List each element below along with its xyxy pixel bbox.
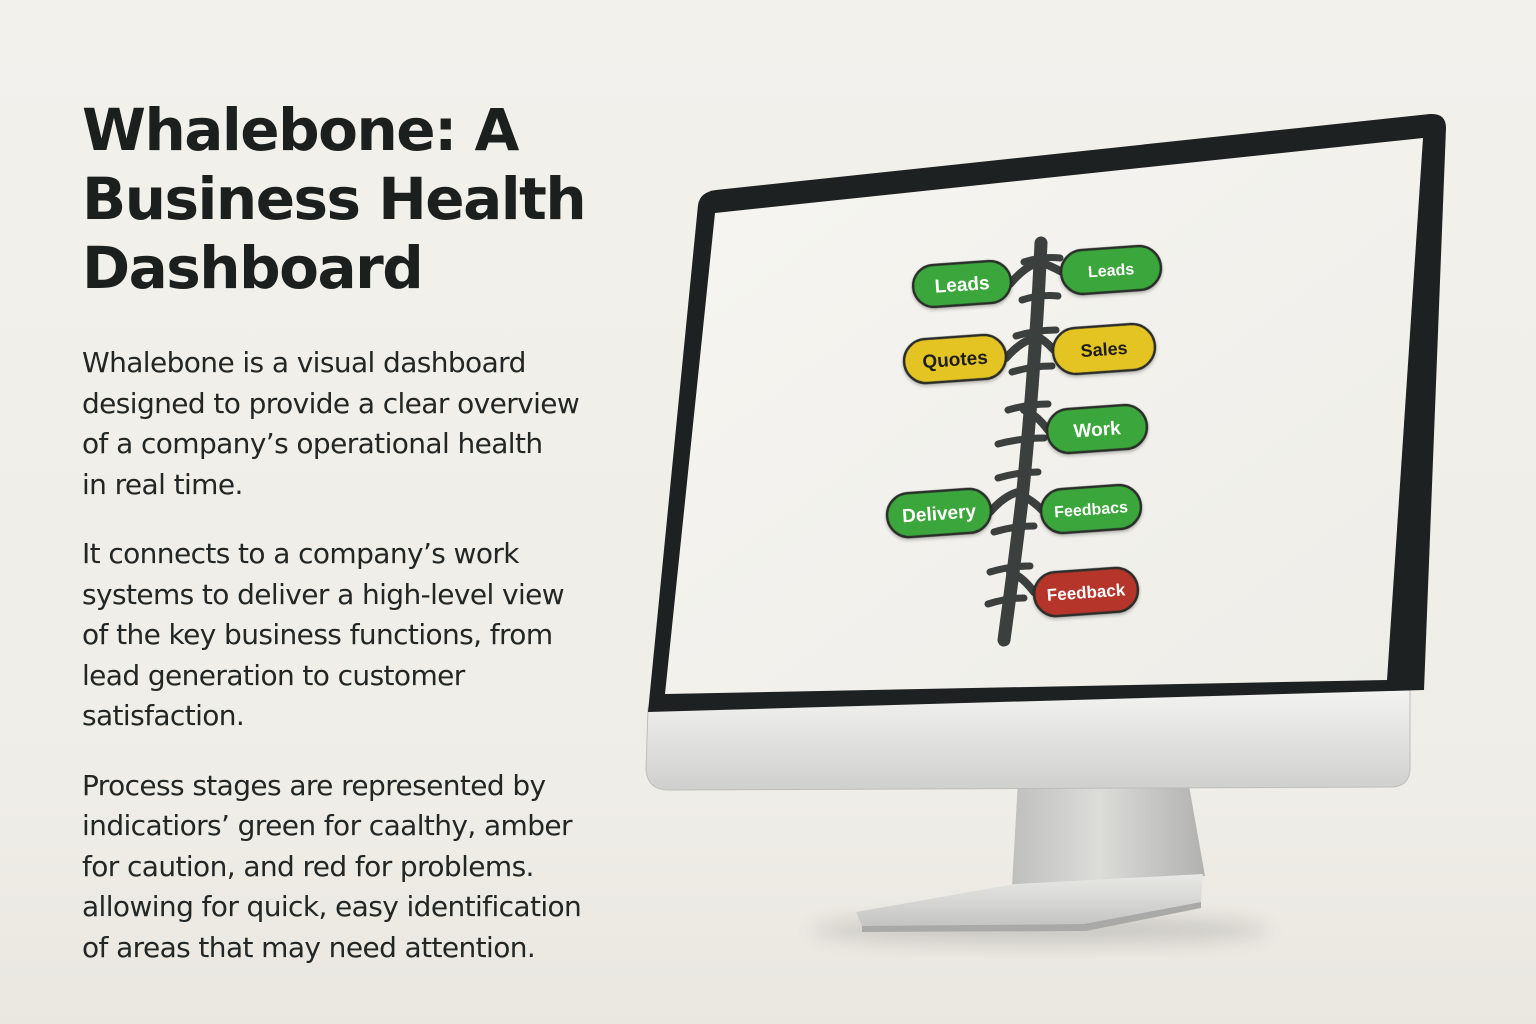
stage-pill [1051, 322, 1157, 376]
spine-rib [1020, 254, 1064, 266]
stage-pill [1039, 483, 1143, 535]
paragraph-line: allowing for quick, easy identification [82, 890, 582, 923]
stage-pill [902, 333, 1008, 385]
indicators-paragraph: Process stages are represented by indica… [82, 766, 592, 969]
stage-label: Delivery [901, 501, 977, 527]
paragraph-line: of the key business functions, from [82, 618, 553, 651]
stage-connector [1002, 334, 1038, 362]
stage-label: Work [1073, 418, 1122, 442]
spine-rib [984, 594, 1028, 608]
paragraph-line: Process stages are represented by [82, 768, 546, 802]
paragraph-line: lead generation to customer [82, 658, 465, 692]
title-line: Dashboard [82, 234, 424, 302]
stage-pill [1045, 403, 1149, 455]
stage-label: Leads [1087, 261, 1134, 281]
spine-rib [986, 562, 1034, 576]
paragraph-line: in real time. [82, 467, 243, 501]
monitor-base [856, 874, 1203, 926]
stage-indicator-healthy[interactable]: Delivery [885, 487, 993, 539]
spine-rib [994, 468, 1042, 482]
spine-rib [1018, 292, 1062, 304]
stage-pill [911, 259, 1013, 309]
stage-indicator-caution[interactable]: Quotes [902, 333, 1008, 385]
title-line: Whalebone: A [82, 96, 519, 164]
paragraph-line: satisfaction. [82, 699, 245, 732]
spine-rib [990, 522, 1038, 536]
stage-indicator-healthy[interactable]: Feedbacs [1039, 483, 1143, 535]
intro-paragraph: Whalebone is a visual dashboard designed… [82, 343, 592, 505]
stage-indicator-healthy[interactable]: Leads [1059, 244, 1163, 296]
monitor-screen [665, 138, 1423, 694]
stage-label: Feedbacs [1054, 499, 1129, 521]
monitor-stand [1012, 780, 1205, 886]
stage-pill [1032, 566, 1140, 618]
stage-indicator-caution[interactable]: Sales [1051, 322, 1157, 376]
paragraph-line: of a company’s operational health [82, 427, 543, 460]
paragraph-line: for caution, and red for problems. [82, 849, 534, 883]
stage-indicator-problem[interactable]: Feedback [1032, 566, 1140, 618]
title-line: Business Health [82, 165, 587, 233]
stage-label: Quotes [922, 348, 989, 374]
page-title: Whalebone: A Business Health Dashboard [82, 96, 592, 303]
spine-rib [1008, 362, 1056, 376]
stage-connector [1020, 406, 1052, 434]
paragraph-line: of areas that may need attention. [82, 930, 536, 964]
stage-label: Sales [1080, 338, 1128, 361]
paragraph-line: indicatiors’ green for caalthy, amber [82, 809, 573, 842]
stage-indicator-healthy[interactable]: Leads [911, 259, 1013, 309]
intro-copy: Whalebone: A Business Health Dashboard W… [82, 96, 592, 997]
paragraph-line: systems to deliver a high-level view [82, 577, 565, 611]
spine-rib [1004, 400, 1052, 414]
stage-label: Leads [934, 273, 990, 298]
paragraph-line: It connects to a company’s work [82, 537, 520, 570]
stage-indicator-healthy[interactable]: Work [1045, 403, 1149, 455]
systems-paragraph: It connects to a company’s work systems … [82, 534, 592, 737]
spine-rib [994, 434, 1048, 448]
stage-pill [885, 487, 993, 539]
paragraph-line: Whalebone is a visual dashboard [82, 346, 526, 379]
monitor-chin [645, 689, 1411, 791]
paragraph-line: designed to provide a clear overview [82, 386, 580, 420]
base-edge [862, 902, 1201, 932]
stage-connector [1006, 568, 1038, 596]
stage-pill [1059, 244, 1163, 296]
